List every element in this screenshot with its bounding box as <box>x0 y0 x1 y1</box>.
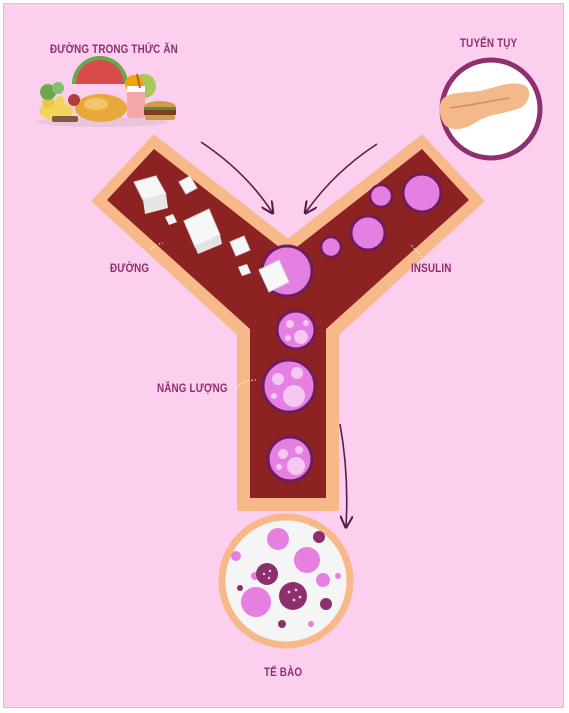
energy-circle <box>263 360 315 412</box>
diagram-frame: ĐƯỜNG TRONG THỨC ĂN TUYẾN TỤY ĐƯỜNG INSU… <box>3 3 564 708</box>
energy-circle <box>268 437 312 481</box>
pancreas-icon <box>440 60 540 158</box>
insulin-label: INSULIN <box>411 261 452 275</box>
pancreas-label: TUYẾN TỤY <box>460 36 517 50</box>
sugar-label: ĐƯỜNG <box>110 261 149 275</box>
cell-label: TẾ BÀO <box>264 665 302 679</box>
energy-label: NĂNG LƯỢNG <box>157 381 228 395</box>
food-sugar-label: ĐƯỜNG TRONG THỨC ĂN <box>50 42 178 56</box>
diagram-canvas <box>4 4 564 708</box>
energy-circle <box>277 311 315 349</box>
cell <box>222 517 350 645</box>
